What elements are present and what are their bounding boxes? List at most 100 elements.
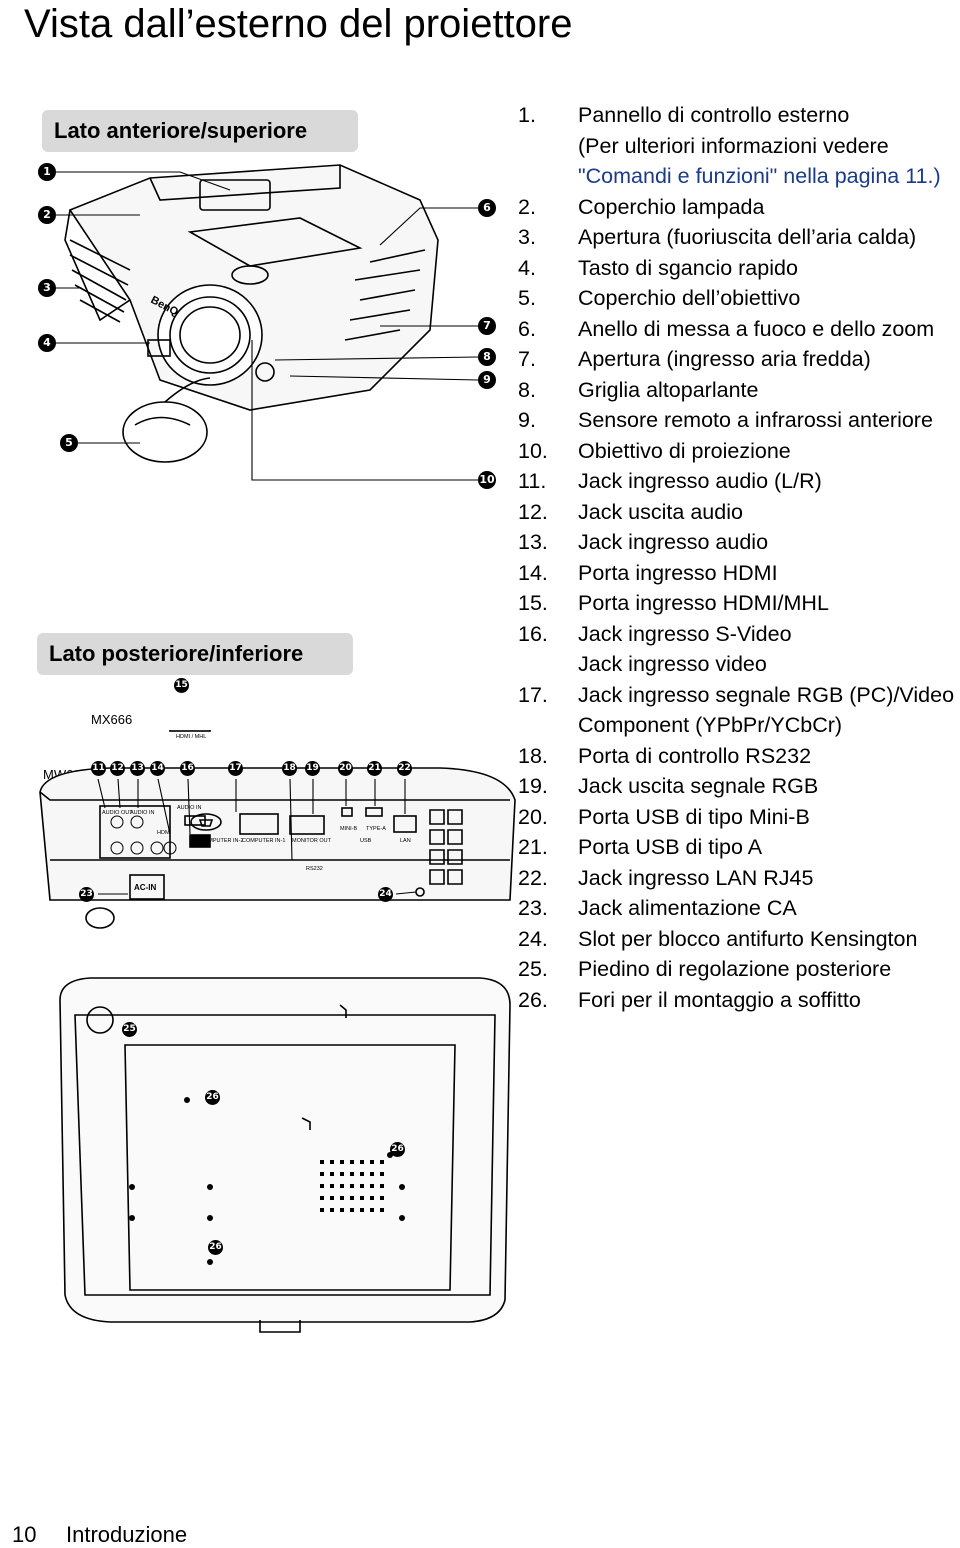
footer-section: Introduzione	[66, 1522, 188, 1547]
projector-rear-illustration: AUDIO OUT AUDIO IN AUDIO IN HDMI HDMI / …	[39, 730, 516, 929]
list-item-line: Jack uscita segnale RGB	[578, 774, 819, 798]
list-item-number: 5.	[518, 286, 536, 310]
callout-23: 23	[79, 887, 94, 902]
callout-26-a: 26	[205, 1090, 220, 1105]
list-item-text: Coperchio lampada	[578, 192, 958, 223]
list-item: 22. Jack ingresso LAN RJ45	[518, 863, 958, 894]
list-item-line: Jack ingresso audio (L/R)	[578, 469, 822, 493]
list-item-number: 14.	[518, 560, 548, 585]
list-item-text: Porta di controllo RS232	[578, 741, 958, 772]
callout-3: 3	[38, 279, 56, 297]
list-item-text: Jack ingresso audio (L/R)	[578, 466, 958, 497]
list-item-text: Apertura (ingresso aria fredda)	[578, 344, 958, 375]
list-item-text: Jack uscita audio	[578, 497, 958, 528]
list-item: 24.Slot per blocco antifurto Kensington	[518, 924, 958, 955]
list-item-line: Slot per blocco antifurto Kensington	[578, 926, 918, 951]
callout-20: 20	[338, 761, 353, 776]
list-item-number: 3.	[518, 225, 536, 249]
list-item-text: Griglia altoparlante	[578, 375, 958, 406]
callout-4: 4	[38, 334, 56, 352]
list-item-text: Tasto di sgancio rapido	[578, 253, 958, 284]
list-item: 18. Porta di controllo RS232	[518, 741, 958, 772]
label-hdmi-mhl: HDMI / MHL	[176, 734, 206, 740]
callout-17: 17	[228, 761, 243, 776]
callout-12: 12	[110, 761, 125, 776]
list-item-line: Jack uscita audio	[578, 499, 743, 524]
list-item-line: Porta ingresso HDMI/MHL	[578, 591, 829, 615]
list-item-line: Apertura (ingresso aria fredda)	[578, 347, 871, 371]
callout-26-b: 26	[390, 1142, 405, 1157]
label-computer-in1: COMPUTER IN-1	[242, 838, 285, 844]
list-item-number: 11.	[518, 469, 547, 493]
list-item-number: 2.	[518, 194, 536, 219]
list-item: 10. Obiettivo di proiezione	[518, 436, 958, 467]
list-item-line: Porta ingresso HDMI	[578, 560, 778, 585]
list-item: 1.Pannello di controllo esterno(Per ulte…	[518, 100, 958, 192]
label-audio-in: AUDIO IN	[130, 810, 154, 816]
list-item-number: 20.	[518, 804, 548, 829]
list-item-text: Jack alimentazione CA	[578, 893, 958, 924]
cross-reference-link[interactable]: "Comandi e funzioni" nella pagina 11.)	[578, 164, 941, 188]
label-mini-b: MINI-B	[340, 826, 357, 832]
list-item-text: Slot per blocco antifurto Kensington	[578, 924, 958, 955]
list-item-line: Porta USB di tipo A	[578, 835, 763, 859]
list-item-text: Jack ingresso audio	[578, 527, 958, 558]
callout-2: 2	[38, 206, 56, 224]
list-item: 21.Porta USB di tipo A	[518, 832, 958, 863]
component-list: 1.Pannello di controllo esterno(Per ulte…	[518, 100, 958, 1015]
list-item-number: 18.	[518, 743, 548, 768]
list-item: 19.Jack uscita segnale RGB	[518, 771, 958, 802]
list-item-line: Sensore remoto a infrarossi anteriore	[578, 408, 933, 432]
list-item: 25.Piedino di regolazione posteriore	[518, 954, 958, 985]
list-item-line: Coperchio dell’obiettivo	[578, 286, 801, 310]
callout-21: 21	[367, 761, 382, 776]
list-item-number: 22.	[518, 865, 548, 890]
list-item: 9.Sensore remoto a infrarossi anteriore	[518, 405, 958, 436]
list-item-text: Porta USB di tipo A	[578, 832, 958, 863]
label-usb: USB	[360, 838, 372, 844]
page-number: 10	[12, 1522, 37, 1547]
list-item: 14. Porta ingresso HDMI	[518, 558, 958, 589]
list-item: 15. Porta ingresso HDMI/MHL	[518, 588, 958, 619]
list-item-line: Griglia altoparlante	[578, 377, 759, 402]
label-lan: LAN	[400, 838, 411, 844]
label-hdmi: HDMI	[157, 830, 172, 836]
list-item: 8.Griglia altoparlante	[518, 375, 958, 406]
label-audio-out: AUDIO OUT	[102, 810, 133, 816]
list-item-number: 15.	[518, 591, 548, 615]
list-item-line: Jack ingresso LAN RJ45	[578, 865, 814, 890]
page-title: Vista dall’esterno del proiettore	[24, 2, 573, 46]
label-computer-in2: COMPUTER IN-2	[200, 838, 243, 844]
list-item: 11. Jack ingresso audio (L/R)	[518, 466, 958, 497]
callout-10: 10	[478, 471, 496, 489]
callout-5: 5	[60, 434, 78, 452]
callout-15: 15	[174, 678, 189, 693]
list-item-line: Obiettivo di proiezione	[578, 438, 791, 463]
list-item-line: Piedino di regolazione posteriore	[578, 957, 892, 981]
list-item-text: Jack uscita segnale RGB	[578, 771, 958, 802]
list-item-text: Anello di messa a fuoco e dello zoom	[578, 314, 958, 345]
list-item-number: 6.	[518, 316, 536, 341]
list-item-line: Porta di controllo RS232	[578, 743, 812, 768]
list-item-text: Obiettivo di proiezione	[578, 436, 958, 467]
list-item: 4.Tasto di sgancio rapido	[518, 253, 958, 284]
callout-24: 24	[378, 887, 393, 902]
section-front-top-label: Lato anteriore/superiore	[42, 110, 358, 152]
list-item-number: 26.	[518, 987, 548, 1012]
list-item-line: Jack ingresso audio	[578, 530, 769, 554]
list-item-line: Pannello di controllo esterno	[578, 103, 850, 127]
list-item-number: 7.	[518, 347, 536, 371]
list-item: 7. Apertura (ingresso aria fredda)	[518, 344, 958, 375]
list-item-text: Apertura (fuoriuscita dell’aria calda)	[578, 222, 958, 253]
callout-9: 9	[478, 371, 496, 389]
label-ac-in: AC-IN	[134, 883, 156, 892]
list-item-number: 10.	[518, 438, 548, 463]
list-item-line: Apertura (fuoriuscita dell’aria calda)	[578, 225, 917, 249]
list-item-line: Component (YPbPr/YCbCr)	[578, 713, 843, 737]
list-item-number: 1.	[518, 103, 536, 127]
list-item-line: Tasto di sgancio rapido	[578, 255, 798, 280]
callout-25: 25	[122, 1022, 137, 1037]
